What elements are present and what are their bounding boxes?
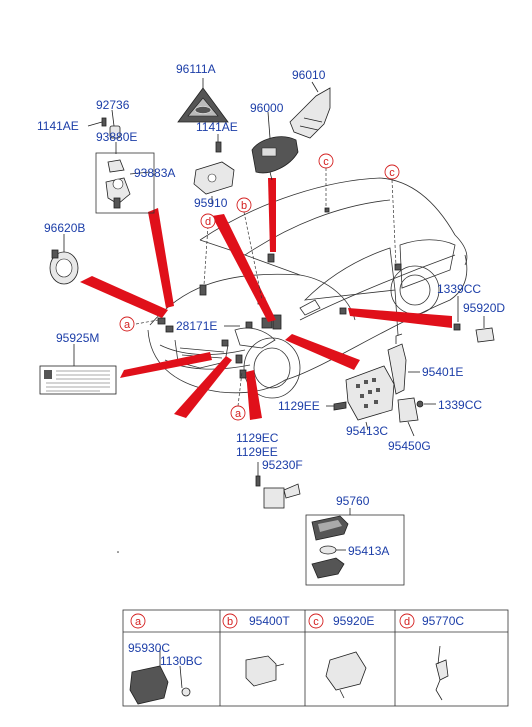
part-96620B	[49, 249, 79, 285]
part-95450G	[397, 397, 424, 423]
dashed-leaders	[135, 168, 397, 407]
label-1141AE-right: 1141AE	[196, 120, 238, 134]
svg-text:95400T: 95400T	[249, 614, 290, 628]
callout-a-bottom: a	[230, 405, 246, 421]
label-95401E: 95401E	[422, 365, 463, 379]
pointer-side-sensor	[348, 308, 452, 328]
part-96111A	[177, 87, 229, 123]
svg-text:c: c	[313, 616, 319, 628]
svg-text:c: c	[389, 167, 395, 179]
svg-text:b: b	[241, 200, 247, 212]
svg-text:a: a	[135, 616, 142, 628]
svg-text:c: c	[323, 156, 329, 168]
label-96000: 96000	[250, 101, 284, 115]
callout-a-left: a	[119, 316, 135, 332]
pointer-sensor-93883	[148, 208, 174, 308]
legend-cell-a: a	[130, 613, 146, 629]
label-93880E: 93880E	[96, 130, 137, 144]
pointer-95910	[212, 214, 276, 322]
pointer-96000	[268, 178, 276, 252]
red-pointers	[80, 178, 452, 420]
svg-text:95770C: 95770C	[422, 614, 464, 628]
part-95910	[193, 141, 235, 195]
label-28171E: 28171E	[176, 319, 217, 333]
part-93880E-box	[95, 152, 155, 214]
part-96010	[289, 87, 331, 139]
label-1339CC-mid: 1339CC	[438, 398, 482, 412]
label-leaders	[63, 78, 485, 666]
label-95413C: 95413C	[346, 424, 388, 438]
pointer-sensor-95230	[246, 370, 262, 420]
svg-text:95920E: 95920E	[333, 614, 374, 628]
pointer-horn	[80, 276, 168, 318]
callout-d: d	[200, 213, 216, 229]
label-96620B: 96620B	[44, 221, 85, 235]
legend-cell-c: c 95920E	[308, 613, 374, 629]
label-95925M: 95925M	[56, 331, 99, 345]
part-95230F	[255, 475, 301, 509]
stray-dot	[117, 551, 119, 553]
label-95930C: 95930C	[128, 641, 170, 655]
callout-c-right: c	[384, 164, 400, 180]
svg-text:a: a	[124, 319, 131, 331]
svg-text:d: d	[404, 616, 410, 628]
part-95925M-label	[39, 365, 117, 395]
label-95920D: 95920D	[463, 301, 505, 315]
svg-text:a: a	[235, 408, 242, 420]
legend-headers: a b 95400T c 95920E d 95770C 95930C 1130…	[128, 613, 464, 668]
label-95910: 95910	[194, 196, 228, 210]
legend-cell-d: d 95770C	[399, 613, 464, 629]
callout-c-left: c	[318, 153, 334, 169]
pointer-module-95401	[285, 334, 360, 370]
label-96111A: 96111A	[176, 62, 216, 76]
callouts: a a b c c d	[119, 153, 400, 421]
label-1141AE-left: 1141AE	[37, 119, 79, 133]
part-95760-box	[305, 514, 405, 586]
label-1129EE-bottom: 1129EE	[236, 445, 278, 459]
part-95401E	[387, 333, 407, 395]
part-95413C	[345, 365, 395, 421]
legend-cell-b: b 95400T	[222, 613, 290, 629]
label-1129EC: 1129EC	[236, 431, 279, 445]
pointer-warning-label	[120, 352, 212, 378]
label-95413A: 95413A	[348, 544, 389, 558]
label-1129EE-mid: 1129EE	[278, 399, 320, 413]
car-illustration	[147, 177, 468, 399]
part-92736-bolt	[101, 117, 121, 139]
part-95920D	[453, 323, 495, 343]
legend-table	[122, 609, 509, 707]
part-labels: 96111A 96010 92736 96000 1141AE 93880E 1…	[37, 62, 505, 558]
label-95760: 95760	[336, 494, 370, 508]
label-1130BC: 1130BC	[160, 654, 203, 668]
svg-text:b: b	[227, 616, 233, 628]
label-92736: 92736	[96, 98, 130, 112]
label-1339CC-top: 1339CC	[437, 282, 481, 296]
label-95450G: 95450G	[388, 439, 431, 453]
label-96010: 96010	[292, 68, 326, 82]
label-93883A: 93883A	[134, 166, 175, 180]
part-96000	[251, 136, 299, 181]
pointer-bracket	[174, 356, 232, 418]
label-95230F: 95230F	[262, 458, 303, 472]
callout-b: b	[236, 197, 252, 213]
svg-text:d: d	[205, 216, 211, 228]
part-1129EE-bolt	[326, 401, 347, 411]
